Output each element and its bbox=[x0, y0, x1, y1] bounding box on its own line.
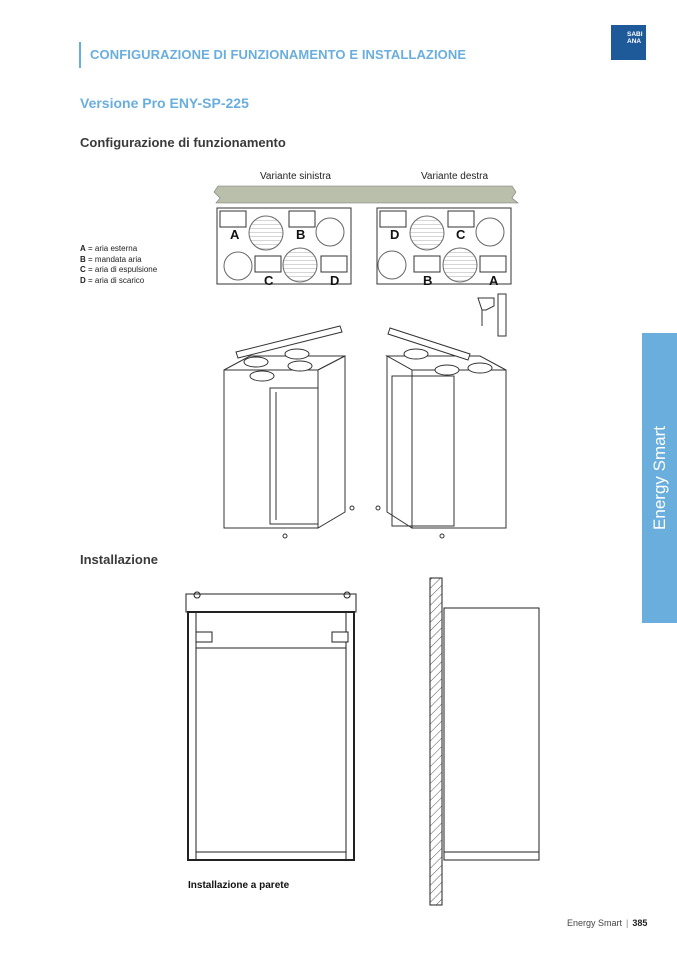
logo-text: SABIANA bbox=[627, 31, 643, 45]
side-tab-label: Energy Smart bbox=[649, 426, 669, 530]
legend-item: C = aria di espulsione bbox=[80, 265, 158, 274]
variant-right-label: Variante destra bbox=[421, 171, 489, 182]
legend-item: D = aria di scarico bbox=[80, 275, 145, 285]
section-title: CONFIGURAZIONE DI FUNZIONAMENTO E INSTAL… bbox=[90, 47, 467, 62]
install-side-view bbox=[429, 577, 540, 906]
install-title: Installazione bbox=[80, 552, 159, 567]
legend-item: A = aria esterna bbox=[80, 244, 138, 253]
left-label-c: C bbox=[264, 273, 274, 288]
footer-brand: Energy Smart bbox=[567, 918, 623, 928]
right-label-a: A bbox=[489, 273, 499, 288]
right-label-d: D bbox=[390, 227, 399, 242]
install-front-view bbox=[185, 591, 357, 861]
section-accent-bar bbox=[79, 42, 81, 68]
ceiling-strip bbox=[213, 185, 519, 204]
install-caption: Installazione a parete bbox=[188, 880, 290, 891]
accessory-parts bbox=[477, 293, 507, 337]
page-footer: Energy Smart|385 bbox=[567, 918, 647, 928]
page-number: 385 bbox=[632, 918, 648, 928]
config-title: Configurazione di funzionamento bbox=[80, 135, 286, 150]
right-variant-unit: D C B A bbox=[376, 207, 512, 288]
left-variant-unit: A B C D bbox=[216, 207, 352, 288]
logo-icon bbox=[611, 25, 646, 60]
right-label-c: C bbox=[456, 227, 466, 242]
right-isometric-unit bbox=[375, 327, 507, 539]
side-tab bbox=[642, 333, 677, 623]
version-title: Versione Pro ENY-SP-225 bbox=[80, 95, 249, 111]
legend-item: B = mandata aria bbox=[80, 254, 142, 264]
footer-separator: | bbox=[626, 918, 629, 928]
right-label-b: B bbox=[423, 273, 432, 288]
left-isometric-unit bbox=[223, 325, 355, 539]
left-label-a: A bbox=[230, 227, 240, 242]
left-label-d: D bbox=[330, 273, 339, 288]
legend: A = aria esterna B = mandata aria C = ar… bbox=[80, 244, 157, 286]
variant-left-label: Variante sinistra bbox=[260, 171, 331, 182]
left-label-b: B bbox=[296, 227, 305, 242]
